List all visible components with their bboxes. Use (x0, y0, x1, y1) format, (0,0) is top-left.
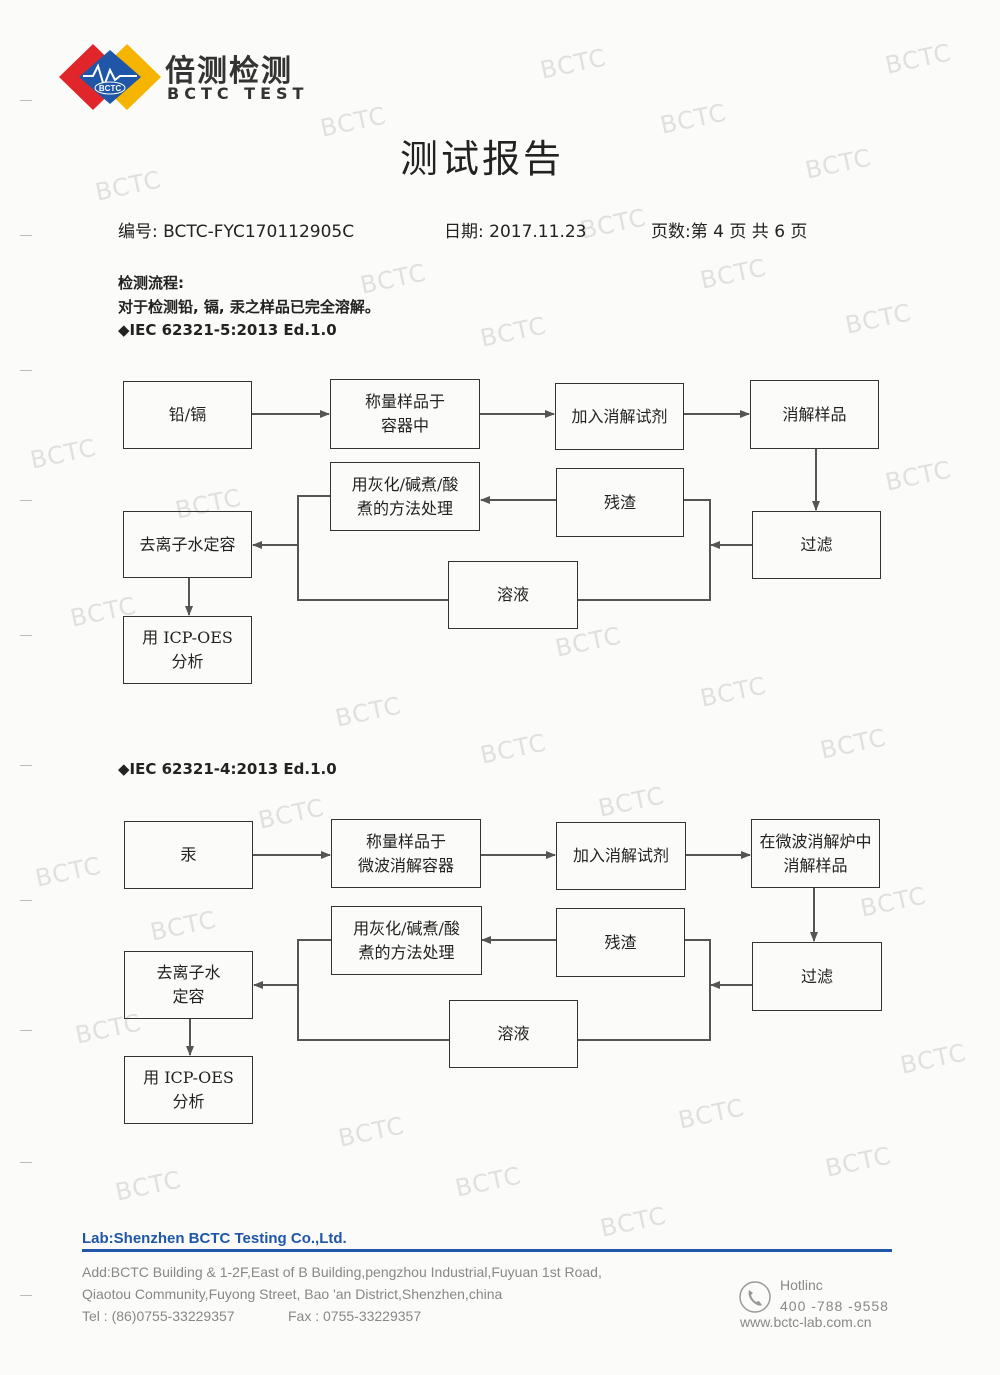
flow1-box-add-reagent: 加入消解试剂 (555, 383, 684, 450)
logo-en-text: BCTC TEST (167, 84, 309, 103)
margin-tick (20, 370, 32, 371)
report-number: 编号: BCTC-FYC170112905C (118, 217, 354, 242)
flow2-box-residue: 残渣 (556, 908, 685, 977)
flow1-box-residue: 残渣 (556, 468, 684, 537)
svg-text:BCTC: BCTC (99, 84, 121, 93)
flow1-box-ashing-treatment: 用灰化/碱煮/酸 煮的方法处理 (330, 462, 480, 531)
procedure-heading: 检测流程: (118, 274, 184, 292)
margin-tick (20, 1030, 32, 1031)
flow2-box-microwave-digest: 在微波消解炉中 消解样品 (751, 819, 880, 888)
report-date-value: 2017.11.23 (489, 222, 587, 242)
flow1-box-digest-sample: 消解样品 (750, 380, 879, 449)
flow2-box-filter: 过滤 (752, 942, 882, 1011)
report-number-value: BCTC-FYC170112905C (163, 222, 355, 242)
flow2-box-add-reagent: 加入消解试剂 (556, 822, 686, 890)
footer-rule (82, 1249, 892, 1252)
page-title: 测试报告 (399, 137, 564, 181)
company-logo: BCTC 倍测检测 BCTC TEST (55, 42, 315, 112)
page-count-label: 页数:第 (651, 222, 708, 242)
margin-tick (20, 635, 32, 636)
flow2-box-weigh-microwave: 称量样品于 微波消解容器 (331, 819, 481, 888)
flow2-box-icp-analysis: 用 ICP-OES 分析 (124, 1056, 253, 1124)
page-count-end: 页 (790, 222, 808, 242)
flow1-box-icp-analysis: 用 ICP-OES 分析 (123, 616, 252, 684)
footer-address-line-1: Add:BCTC Building & 1-2F,East of B Build… (82, 1264, 602, 1280)
report-date-label: 日期: (444, 222, 484, 242)
margin-tick (20, 765, 32, 766)
flow2-box-solution: 溶液 (449, 1000, 578, 1068)
flow1-box-dilute-water: 去离子水定容 (123, 511, 252, 578)
margin-tick (20, 500, 32, 501)
logo-diamond-icon: BCTC (59, 44, 161, 110)
margin-tick (20, 1162, 32, 1163)
footer-address-line-2: Qiaotou Community,Fuyong Street, Bao 'an… (82, 1286, 503, 1302)
footer-fax: Fax : 0755-33229357 (288, 1308, 422, 1324)
standard-1-heading: ◆IEC 62321-5:2013 Ed.1.0 (118, 321, 337, 339)
flow2-box-ashing-treatment: 用灰化/碱煮/酸 煮的方法处理 (331, 906, 482, 975)
page-count: 页数:第 4 页 共 6 页 (651, 217, 807, 242)
page-count-mid: 页 共 (729, 222, 769, 242)
report-date: 日期: 2017.11.23 (444, 217, 586, 242)
margin-tick (20, 900, 32, 901)
flow1-box-lead-cadmium: 铅/镉 (123, 381, 252, 449)
page-total: 6 (774, 222, 786, 242)
flow1-box-filter: 过滤 (752, 511, 881, 579)
footer-hotline-label: Hotlinc (780, 1277, 823, 1293)
phone-icon (738, 1280, 772, 1314)
flow1-box-weigh-sample: 称量样品于 容器中 (330, 379, 480, 449)
footer-lab-name: Lab:Shenzhen BCTC Testing Co.,Ltd. (82, 1230, 347, 1247)
page-current: 4 (713, 222, 724, 242)
standard-2-heading: ◆IEC 62321-4:2013 Ed.1.0 (118, 760, 337, 778)
procedure-note: 对于检测铅, 镉, 汞之样品已完全溶解。 (118, 298, 380, 316)
margin-tick (20, 1295, 32, 1296)
margin-tick (20, 235, 32, 236)
report-number-label: 编号: (118, 222, 158, 242)
margin-tick (20, 100, 32, 101)
logo-cn-text: 倍测检测 (165, 54, 293, 89)
flow2-box-dilute-water: 去离子水 定容 (124, 951, 253, 1019)
footer-website: www.bctc-lab.com.cn (740, 1314, 872, 1330)
footer-hotline-number: 400 -788 -9558 (780, 1298, 889, 1314)
flow1-box-solution: 溶液 (448, 561, 578, 629)
flow2-box-mercury: 汞 (124, 821, 253, 889)
footer-tel: Tel : (86)0755-33229357 (82, 1308, 235, 1324)
